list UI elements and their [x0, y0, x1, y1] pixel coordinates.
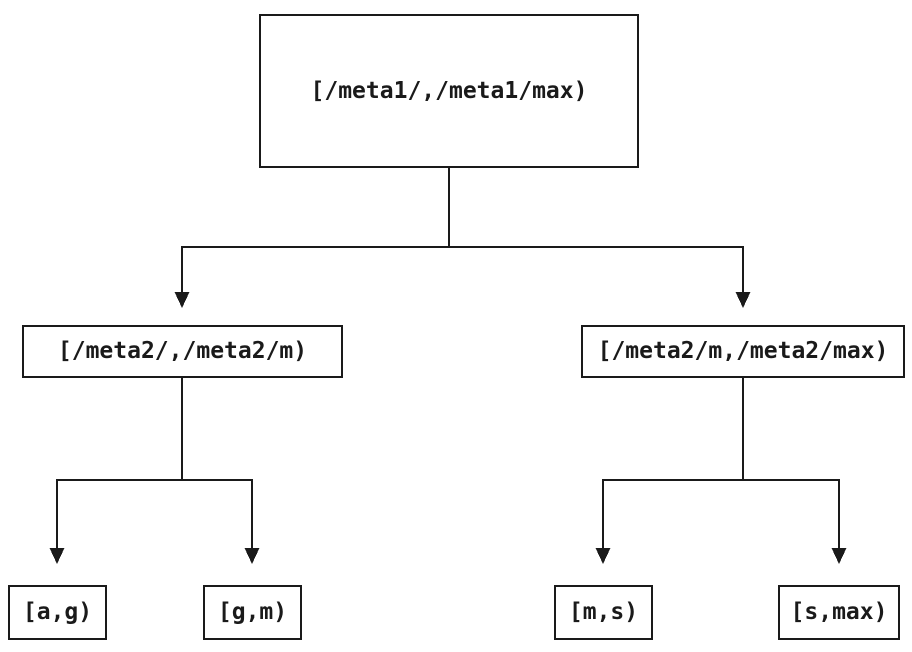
arrowhead-down-icon	[244, 548, 260, 564]
arrowhead-down-icon	[174, 292, 190, 308]
node-label: [s,max)	[790, 599, 888, 625]
edge-root-to-children	[174, 168, 751, 308]
node-label: [m,s)	[568, 599, 639, 625]
node-label: [/meta2/m,/meta2/max)	[597, 338, 889, 364]
arrowhead-down-icon	[831, 548, 847, 564]
arrowhead-down-icon	[595, 548, 611, 564]
arrowhead-down-icon	[49, 548, 65, 564]
edge-right-child-to-leaves	[595, 378, 847, 564]
node-leaf-a-g: [a,g)	[8, 585, 107, 640]
node-label: [/meta1/,/meta1/max)	[310, 77, 588, 104]
node-leaf-s-max: [s,max)	[778, 585, 900, 640]
arrowhead-down-icon	[735, 292, 751, 308]
node-root-interval: [/meta1/,/meta1/max)	[259, 14, 639, 168]
node-leaf-m-s: [m,s)	[554, 585, 653, 640]
node-leaf-g-m: [g,m)	[203, 585, 302, 640]
node-label: [/meta2/,/meta2/m)	[57, 338, 308, 364]
edge-left-child-to-leaves	[49, 378, 260, 564]
node-meta2-left-interval: [/meta2/,/meta2/m)	[22, 325, 343, 378]
node-label: [g,m)	[217, 599, 288, 625]
node-label: [a,g)	[22, 599, 93, 625]
node-meta2-right-interval: [/meta2/m,/meta2/max)	[581, 325, 905, 378]
